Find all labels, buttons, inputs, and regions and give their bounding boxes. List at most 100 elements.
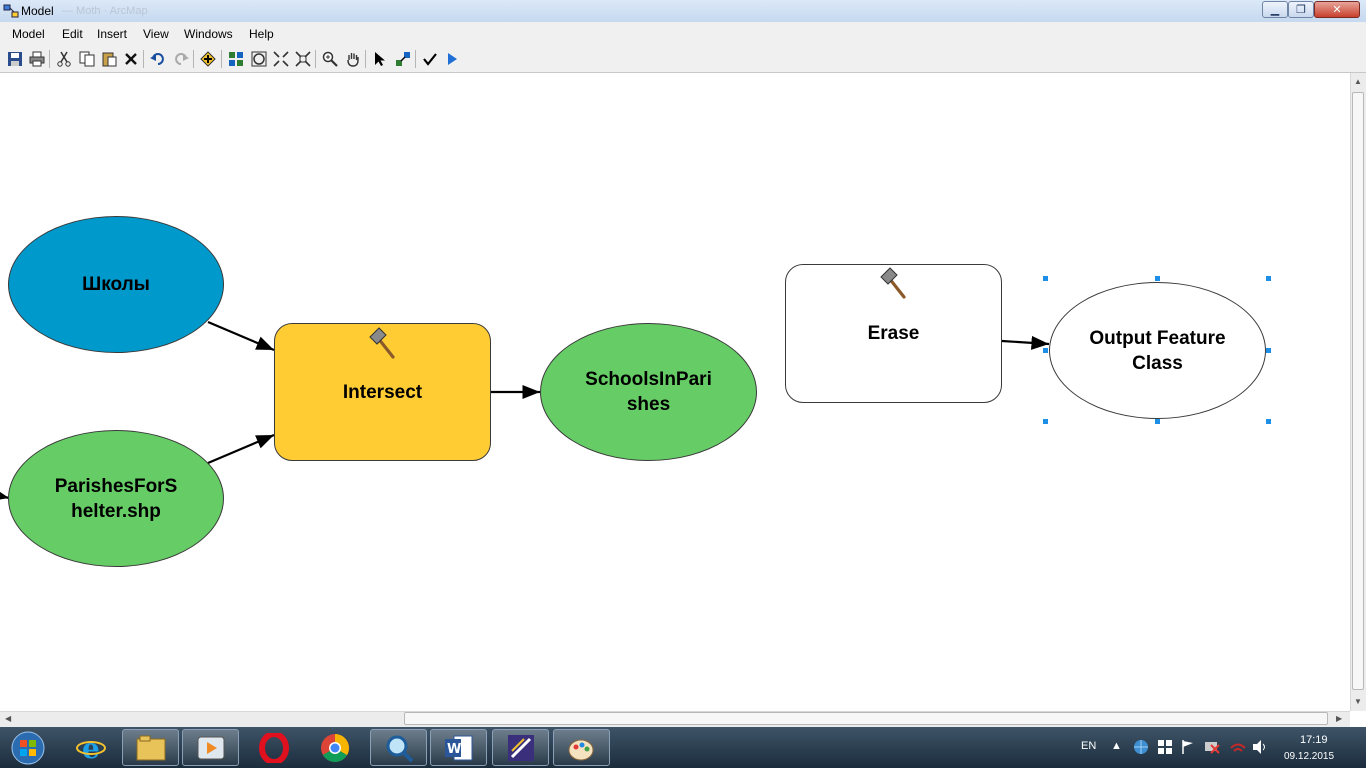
run-button[interactable] [443, 50, 461, 68]
node-erase[interactable]: Erase [785, 264, 1002, 403]
print-icon [29, 51, 45, 67]
paint-icon [568, 739, 593, 760]
menu-edit[interactable]: Edit [62, 27, 83, 41]
taskbar-paint[interactable] [553, 729, 610, 766]
hammer-icon [880, 267, 906, 299]
taskbar-arcmap[interactable] [492, 729, 549, 766]
menu-help[interactable]: Help [249, 27, 274, 41]
validate-button[interactable] [421, 50, 439, 68]
node-parishes[interactable]: ParishesForS helter.shp [8, 430, 224, 567]
add-data-icon [200, 51, 216, 67]
scroll-left-icon[interactable]: ◀ [5, 714, 12, 723]
selection-handle[interactable] [1043, 419, 1048, 424]
node-label: ParishesForS helter.shp [54, 475, 178, 522]
chrome-icon [320, 733, 349, 762]
network-globe-icon[interactable] [1133, 739, 1149, 755]
node-label: Output Feature Class [1089, 327, 1226, 374]
menu-model[interactable]: Model [12, 27, 45, 41]
connector-offscreen-parishes[interactable] [0, 487, 10, 502]
selection-handle[interactable] [1266, 348, 1271, 353]
model-canvas[interactable]: Школы ParishesForS helter.shp Intersect … [0, 73, 1350, 711]
clock-time[interactable]: 17:19 [1300, 734, 1328, 746]
clock-date[interactable]: 09.12.2015 [1284, 751, 1335, 762]
node-label: Школы [82, 274, 150, 295]
auto-layout-icon [229, 52, 243, 66]
wifi-icon[interactable] [1229, 739, 1247, 755]
scroll-up-icon[interactable]: ▲ [1354, 77, 1362, 86]
node-schools-in-parishes[interactable]: SchoolsInPari shes [540, 323, 757, 461]
paste-button[interactable] [100, 50, 118, 68]
connector-shkoly-intersect[interactable] [207, 320, 275, 352]
minimize-button[interactable]: ▁ [1262, 1, 1288, 18]
start-button[interactable] [0, 729, 56, 766]
connect-button[interactable] [394, 50, 412, 68]
network-error-icon[interactable] [1204, 739, 1220, 755]
zoom-fixed-out-button[interactable] [294, 50, 312, 68]
delete-button[interactable] [122, 50, 140, 68]
node-output-feature-class[interactable]: Output Feature Class [1049, 282, 1266, 419]
windows-flag-icon[interactable] [1157, 739, 1173, 755]
file-explorer-icon [136, 735, 165, 760]
node-shkoly[interactable]: Школы [8, 216, 224, 353]
zoom-fixed-in-button[interactable] [272, 50, 290, 68]
language-indicator[interactable]: EN [1081, 740, 1097, 752]
selection-handle[interactable] [1043, 348, 1048, 353]
node-label: SchoolsInPari shes [585, 369, 712, 415]
toolbar-separator [221, 50, 222, 68]
auto-layout-button[interactable] [227, 50, 245, 68]
print-button[interactable] [28, 50, 46, 68]
window-titlebar[interactable]: Model — Moth · ArcMap ▁ ❐ ✕ [0, 0, 1366, 22]
window-title: Model [21, 4, 54, 18]
node-label: Erase [867, 323, 920, 344]
undo-icon [150, 53, 164, 65]
action-center-flag-icon[interactable] [1180, 739, 1196, 755]
close-button[interactable]: ✕ [1314, 1, 1360, 18]
selection-handle[interactable] [1266, 276, 1271, 281]
vertical-scroll-thumb[interactable] [1352, 92, 1364, 690]
selection-handle[interactable] [1043, 276, 1048, 281]
redo-icon [175, 53, 189, 65]
pan-button[interactable] [344, 50, 362, 68]
taskbar-ie[interactable]: e [62, 729, 119, 766]
taskbar-explorer[interactable] [122, 729, 179, 766]
add-data-button[interactable] [199, 50, 217, 68]
toolbar-separator [193, 50, 194, 68]
menu-insert[interactable]: Insert [97, 27, 128, 41]
taskbar-media-player[interactable] [182, 729, 239, 766]
taskbar-chrome[interactable] [306, 729, 363, 766]
taskbar-opera[interactable] [245, 729, 302, 766]
node-intersect[interactable]: Intersect [274, 323, 491, 461]
selection-handle[interactable] [1155, 276, 1160, 281]
full-extent-button[interactable] [250, 50, 268, 68]
speaker-icon[interactable] [1252, 739, 1268, 755]
scroll-down-icon[interactable]: ▼ [1354, 697, 1362, 706]
scroll-right-icon[interactable]: ▶ [1336, 714, 1343, 723]
copy-button[interactable] [78, 50, 96, 68]
connector-layer [0, 320, 1050, 502]
save-button[interactable] [6, 50, 24, 68]
select-button[interactable] [371, 50, 389, 68]
zoom-in-icon [322, 51, 338, 67]
taskbar: e W [0, 727, 1366, 768]
connector-parishes-intersect[interactable] [207, 433, 275, 465]
maximize-button[interactable]: ❐ [1288, 1, 1314, 18]
cut-button[interactable] [55, 50, 73, 68]
menu-windows[interactable]: Windows [184, 27, 233, 41]
taskbar-search-tool[interactable] [370, 729, 427, 766]
tray-expand-icon[interactable]: ▲ [1111, 740, 1122, 752]
toolbar-separator [143, 50, 144, 68]
toolbar-separator [315, 50, 316, 68]
svg-text:e: e [82, 733, 100, 763]
zoom-fixed-in-icon [273, 51, 289, 67]
zoom-in-button[interactable] [321, 50, 339, 68]
selection-handle[interactable] [1155, 419, 1160, 424]
taskbar-word[interactable]: W [430, 729, 487, 766]
menu-view[interactable]: View [143, 27, 169, 41]
close-icon: ✕ [1332, 4, 1342, 16]
select-icon [375, 52, 385, 66]
selection-handle[interactable] [1266, 419, 1271, 424]
redo-button[interactable] [172, 50, 190, 68]
horizontal-scroll-thumb[interactable] [404, 712, 1328, 725]
connector-erase-output[interactable] [1001, 335, 1050, 350]
undo-button[interactable] [149, 50, 167, 68]
